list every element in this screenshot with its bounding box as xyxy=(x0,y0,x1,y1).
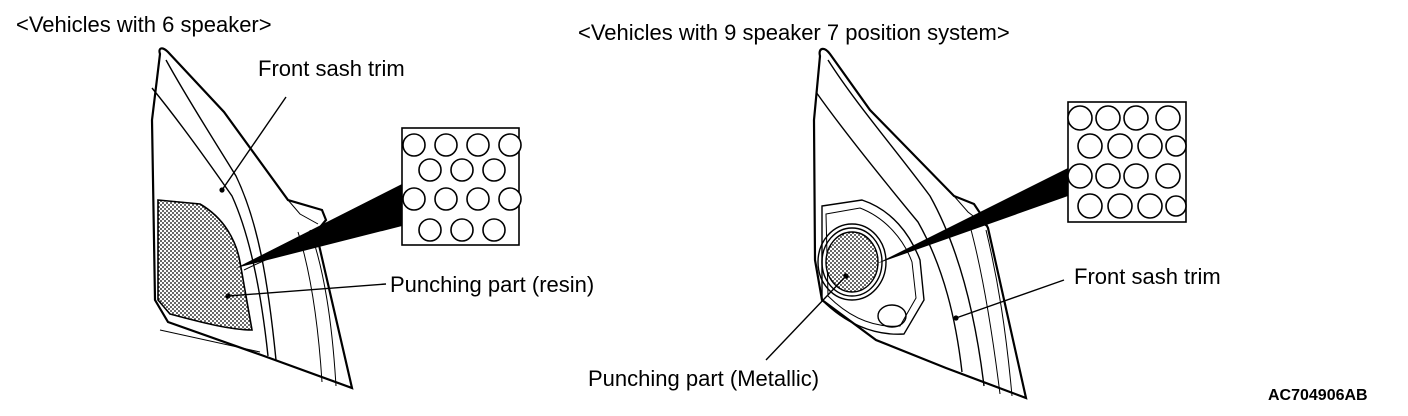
right-magnify-wedge xyxy=(876,168,1068,264)
right-punching-part xyxy=(825,231,879,293)
left-punching-leader xyxy=(225,283,387,299)
right-trim-leader xyxy=(953,279,1065,321)
left-magnified-detail xyxy=(401,127,522,246)
left-punching-part xyxy=(157,199,253,331)
right-front-sash-trim xyxy=(812,47,1028,400)
right-punching-label: Punching part (Metallic) xyxy=(588,366,819,391)
left-punching-label: Punching part (resin) xyxy=(390,272,594,297)
left-trim-leader xyxy=(219,96,287,193)
right-trim-label: Front sash trim xyxy=(1074,264,1221,289)
figure-code: AC704906AB xyxy=(1268,387,1368,404)
left-heading: <Vehicles with 6 speaker> xyxy=(16,12,272,37)
left-magnify-wedge xyxy=(236,184,402,268)
right-punching-leader xyxy=(765,273,849,361)
left-trim-label: Front sash trim xyxy=(258,56,405,81)
right-heading: <Vehicles with 9 speaker 7 position syst… xyxy=(578,20,1010,45)
right-magnified-detail xyxy=(1067,101,1187,223)
